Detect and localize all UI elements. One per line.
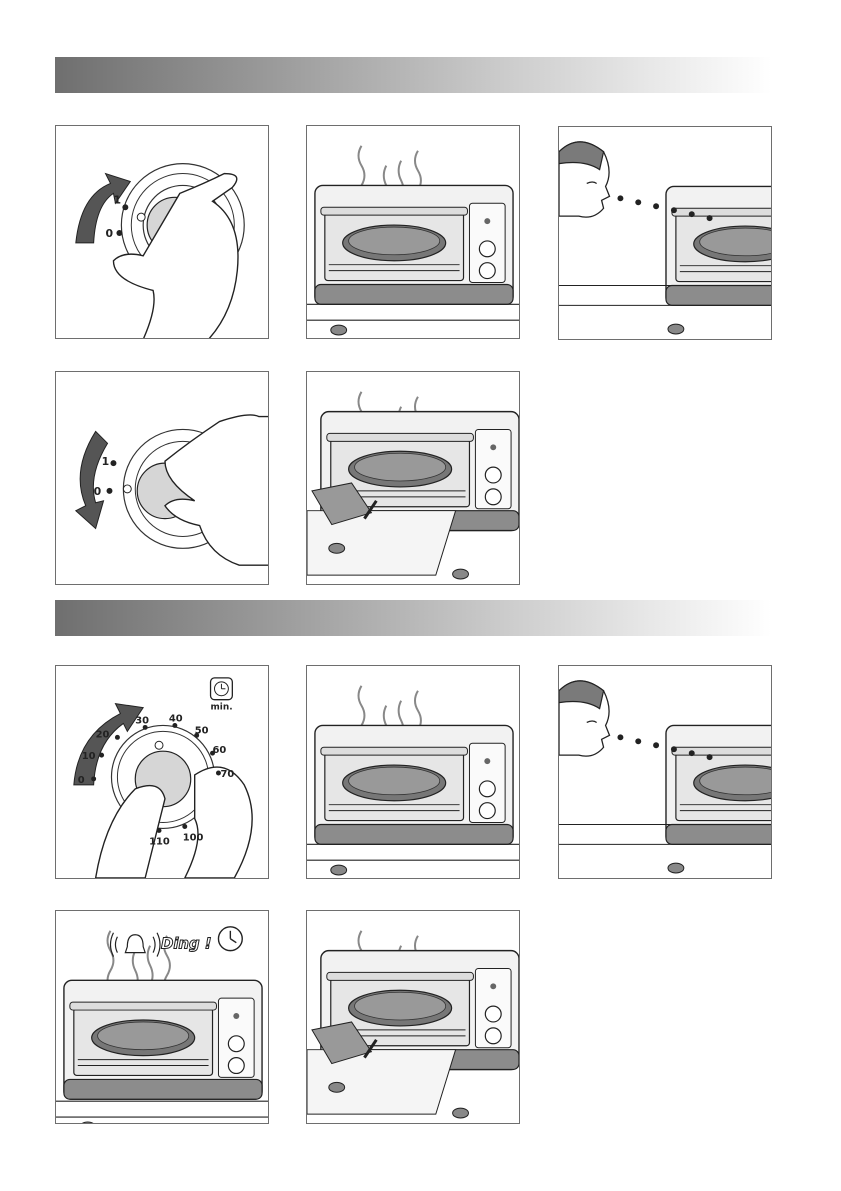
panel-watch-oven [558, 126, 772, 340]
timer-knob-illustration [56, 666, 268, 878]
watch-oven-illustration [559, 127, 771, 339]
timer-ding-illustration [56, 911, 268, 1123]
remove-pie-illustration [307, 372, 519, 584]
bell-icon [110, 933, 160, 957]
panel-watch-oven-timer [558, 665, 772, 879]
panel-timer-ding: Ding ! [55, 910, 269, 1124]
panel-oven-baking [306, 125, 520, 339]
section-header-bar-2 [55, 600, 772, 636]
remove-pie-timer-illustration [307, 911, 519, 1123]
section-header-bar-1 [55, 57, 772, 93]
panel-knob-turn-off: 1 0 [55, 371, 269, 585]
panel-remove-pie-timer [306, 910, 520, 1124]
watch-oven-timer-illustration [559, 666, 771, 878]
clock-icon [218, 927, 242, 951]
knob-off-illustration [56, 372, 268, 584]
oven-baking-illustration [307, 126, 519, 338]
panel-knob-turn-on: 1 0 [55, 125, 269, 339]
panel-timer-knob: min. 0 10 20 30 40 50 60 70 100 110 [55, 665, 269, 879]
panel-oven-baking-timer [306, 665, 520, 879]
oven-baking-timer-illustration [307, 666, 519, 878]
panel-remove-pie [306, 371, 520, 585]
knob-on-illustration [56, 126, 268, 338]
